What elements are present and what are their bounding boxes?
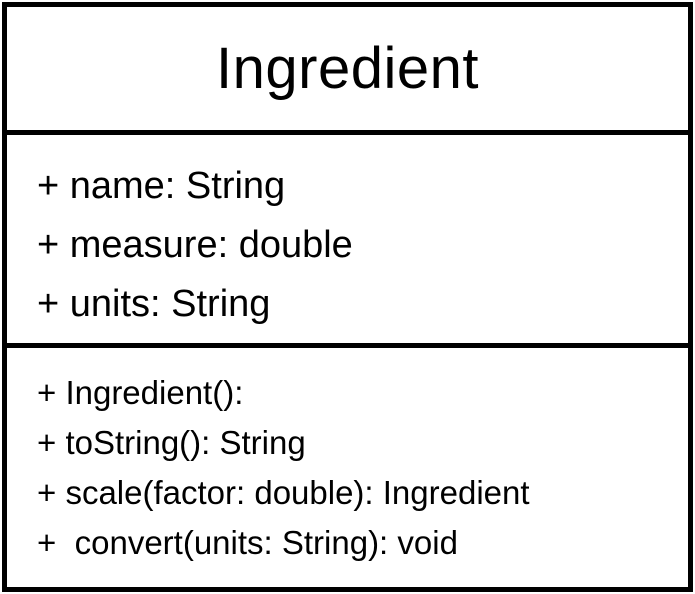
operation-tostring: + toString(): String xyxy=(37,424,306,461)
attribute-units: + units: String xyxy=(37,283,271,325)
operation-convert: + convert(units: String): void xyxy=(37,524,458,561)
operations-compartment: + Ingredient(): + toString(): String + s… xyxy=(7,348,688,587)
operation-constructor: + Ingredient(): xyxy=(37,374,244,411)
operation-scale: + scale(factor: double): Ingredient xyxy=(37,474,530,511)
class-name-compartment: Ingredient xyxy=(7,7,688,135)
attributes-compartment: + name: String + measure: double + units… xyxy=(7,135,688,348)
class-name: Ingredient xyxy=(216,35,479,101)
attribute-measure: + measure: double xyxy=(37,224,353,266)
attribute-name: + name: String xyxy=(37,165,286,207)
